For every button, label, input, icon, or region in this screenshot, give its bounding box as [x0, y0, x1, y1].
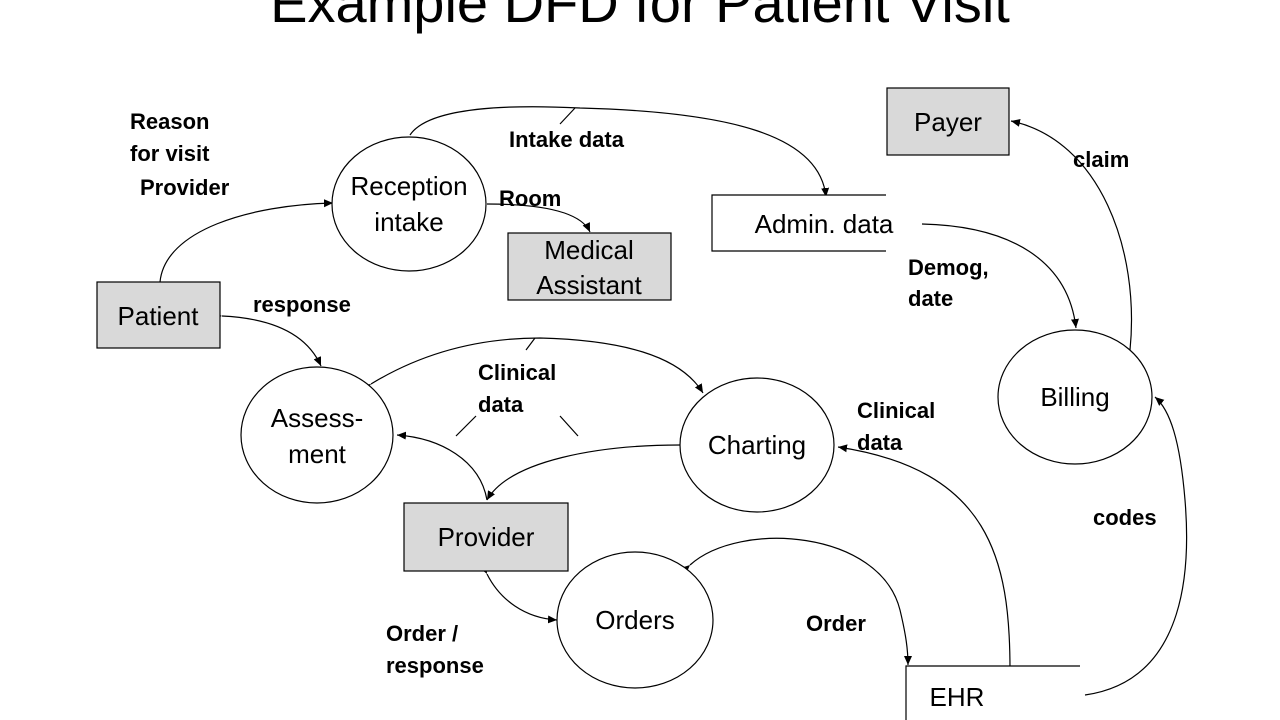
store-ehr-label: EHR	[930, 682, 985, 712]
process-billing-label: Billing	[1040, 382, 1109, 412]
flow-label-order-response-line2: response	[386, 653, 484, 678]
entity-payer: Payer	[886, 87, 1010, 156]
flow-ehr-to-charting	[837, 444, 1015, 680]
store-admin-data: Admin. data	[711, 194, 894, 252]
flow-admin-to-billing	[921, 223, 1079, 329]
process-reception-intake: Reception intake	[331, 136, 487, 272]
flow-label-reason-line2: for visit	[130, 141, 210, 166]
process-reception-intake-line2: intake	[374, 207, 443, 237]
flow-provider-to-assessment	[396, 431, 488, 501]
process-orders-label: Orders	[595, 605, 674, 635]
process-reception-intake-line1: Reception	[350, 171, 467, 201]
process-charting-label: Charting	[708, 430, 806, 460]
flow-label-date: date	[908, 286, 953, 311]
entity-provider-label: Provider	[438, 522, 535, 552]
flow-label-room: Room	[499, 186, 561, 211]
flow-tick	[559, 107, 576, 125]
flow-orders-to-ehr	[680, 537, 912, 666]
flow-label-clinical-center-line1: Clinical	[478, 360, 556, 385]
entity-provider: Provider	[403, 502, 569, 572]
process-billing: Billing	[997, 329, 1153, 465]
flow-label-provider: Provider	[140, 175, 230, 200]
flow-assessment-charting-top	[361, 337, 704, 394]
flow-patient-to-reception	[159, 199, 334, 283]
entity-medical-assistant-line1: Medical	[544, 235, 634, 265]
process-orders: Orders	[556, 551, 714, 689]
flow-reception-to-ma	[486, 203, 591, 233]
flow-label-intake-data: Intake data	[509, 127, 625, 152]
flow-charting-to-provider	[486, 440, 690, 501]
process-charting: Charting	[679, 377, 835, 513]
process-assessment-line1: Assess-	[271, 403, 363, 433]
process-assessment-line2: ment	[288, 439, 347, 469]
flow-reception-to-admin	[409, 106, 830, 198]
flow-label-clinical-center-line2: data	[478, 392, 524, 417]
flow-label-order-response-line1: Order /	[386, 621, 458, 646]
flow-label-codes: codes	[1093, 505, 1157, 530]
flow-tick	[455, 415, 477, 437]
flow-label-clinical-right-line2: data	[857, 430, 903, 455]
flow-patient-assessment	[212, 311, 322, 367]
flow-billing-to-payer	[1010, 118, 1133, 351]
page-title: Example DFD for Patient Visit	[270, 0, 1010, 34]
store-ehr: EHR	[905, 665, 1080, 720]
entity-payer-label: Payer	[914, 107, 982, 137]
store-admin-data-label: Admin. data	[755, 209, 894, 239]
flow-tick	[525, 337, 536, 351]
entity-medical-assistant-line2: Assistant	[536, 270, 642, 300]
flow-label-order: Order	[806, 611, 866, 636]
flow-provider-orders	[479, 564, 558, 624]
process-assessment: Assess- ment	[240, 366, 394, 504]
entity-patient-label: Patient	[118, 301, 200, 331]
entity-medical-assistant: Medical Assistant	[507, 232, 672, 301]
flow-label-claim: claim	[1073, 147, 1129, 172]
flow-label-demog: Demog,	[908, 255, 989, 280]
flow-tick	[559, 415, 579, 437]
flow-label-reason-line1: Reason	[130, 109, 209, 134]
flow-ehr-to-billing	[1084, 396, 1188, 696]
flow-label-response: response	[253, 292, 351, 317]
entity-patient: Patient	[96, 281, 221, 349]
flow-label-clinical-right-line1: Clinical	[857, 398, 935, 423]
